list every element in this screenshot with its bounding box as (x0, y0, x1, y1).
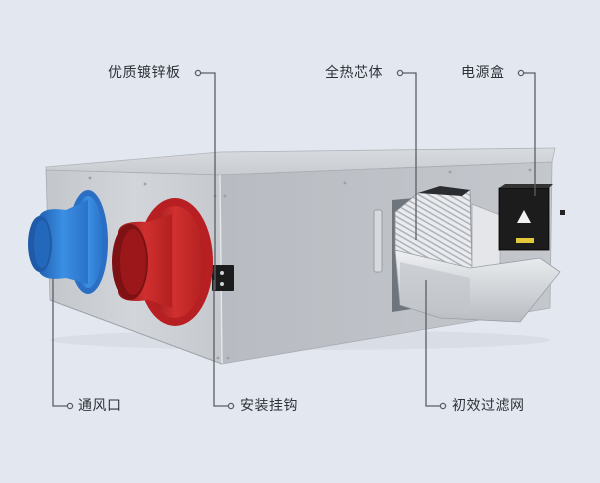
callout-power-box: 电源盒 (461, 65, 505, 81)
callout-primary-filter: 初效过滤网 (452, 398, 525, 414)
side-handle (373, 209, 383, 273)
callout-mounting-bracket: 安装挂钩 (240, 398, 298, 414)
callout-heat-exchange-core: 全热芯体 (325, 65, 383, 81)
red-air-duct (112, 198, 213, 326)
power-box (498, 184, 553, 251)
blue-air-duct (28, 190, 108, 294)
callout-galvanized-plate: 优质镀锌板 (108, 65, 181, 81)
callout-air-vent: 通风口 (78, 398, 122, 414)
callout-leader-lines (52, 69, 536, 410)
